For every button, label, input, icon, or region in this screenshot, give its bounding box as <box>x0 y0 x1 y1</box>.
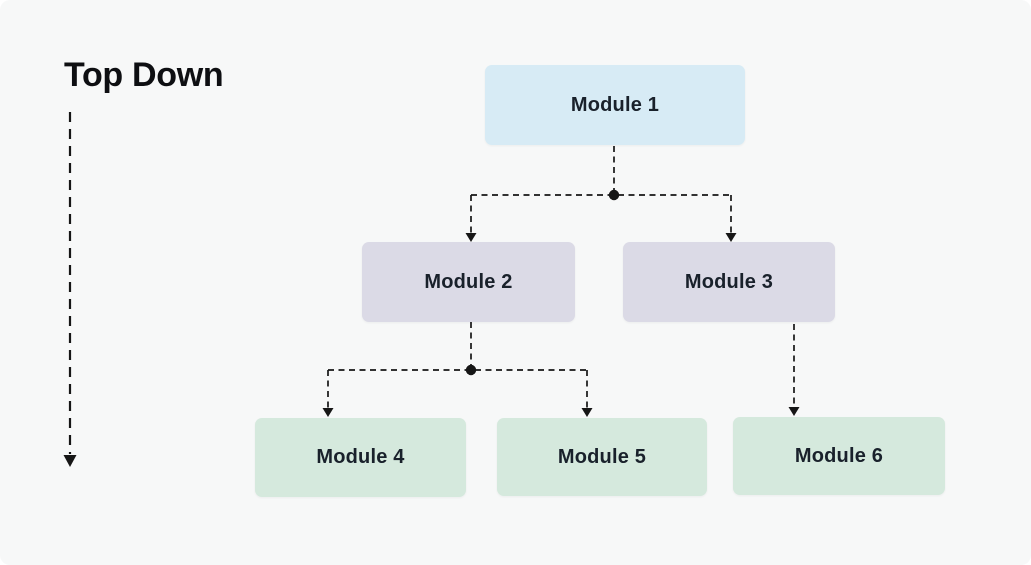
node-label: Module 3 <box>684 270 774 293</box>
arrowhead-icon <box>322 408 334 417</box>
node-label: Module 5 <box>557 445 647 468</box>
node-label: Module 1 <box>570 93 660 116</box>
node-module-1: Module 1 <box>485 65 745 145</box>
node-label: Module 6 <box>794 444 884 467</box>
node-module-3: Module 3 <box>623 242 835 322</box>
junction-dot <box>465 364 477 376</box>
node-module-6: Module 6 <box>733 417 945 495</box>
arrowhead-icon <box>465 233 477 242</box>
arrowhead-icon <box>788 407 800 416</box>
node-module-5: Module 5 <box>497 418 707 496</box>
node-module-2: Module 2 <box>362 242 575 322</box>
node-module-4: Module 4 <box>255 418 466 497</box>
node-label: Module 2 <box>424 270 513 293</box>
arrowhead-icon <box>581 408 593 417</box>
node-label: Module 4 <box>316 446 405 468</box>
page-title: Top Down <box>64 56 224 94</box>
top-down-arrowhead-icon <box>63 455 77 467</box>
arrowhead-icon <box>725 233 737 242</box>
junction-dot <box>608 189 620 201</box>
